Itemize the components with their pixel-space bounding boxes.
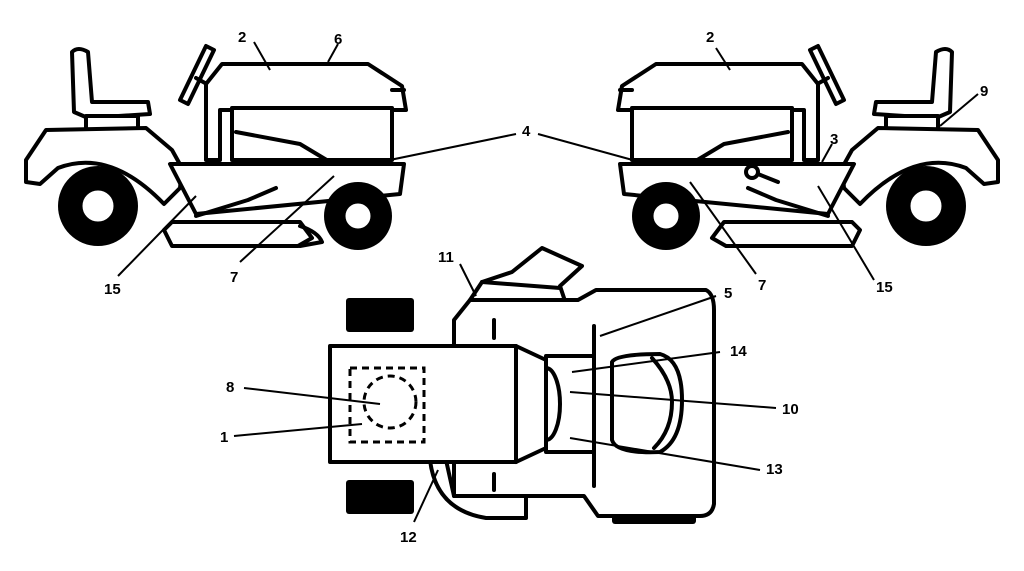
callout-11: 11	[438, 249, 454, 266]
callout-15-right: 15	[876, 279, 893, 296]
callout-8: 8	[226, 379, 234, 396]
callout-5: 5	[724, 285, 732, 302]
callout-9: 9	[980, 83, 988, 100]
callout-15-left: 15	[104, 281, 121, 298]
callout-3: 3	[830, 131, 838, 148]
callout-14: 14	[730, 343, 747, 360]
callout-10: 10	[782, 401, 799, 418]
callout-2-right: 2	[706, 29, 714, 46]
leader-lines	[117, 41, 979, 523]
callout-6: 6	[334, 31, 342, 48]
callout-7-left: 7	[230, 269, 238, 286]
callout-1: 1	[220, 429, 228, 446]
tractor-right-side-view	[616, 44, 1000, 250]
tractor-top-view	[328, 246, 716, 524]
callout-7-right: 7	[758, 277, 766, 294]
callout-numbers: 2 6 4 15 7 2 9 3 7 15 11 5 14 8 10 1 13 …	[104, 29, 988, 546]
tractor-left-side-view	[24, 44, 408, 250]
callout-13: 13	[766, 461, 783, 478]
callout-2-left: 2	[238, 29, 246, 46]
callout-4: 4	[522, 123, 531, 140]
callout-12: 12	[400, 529, 417, 546]
